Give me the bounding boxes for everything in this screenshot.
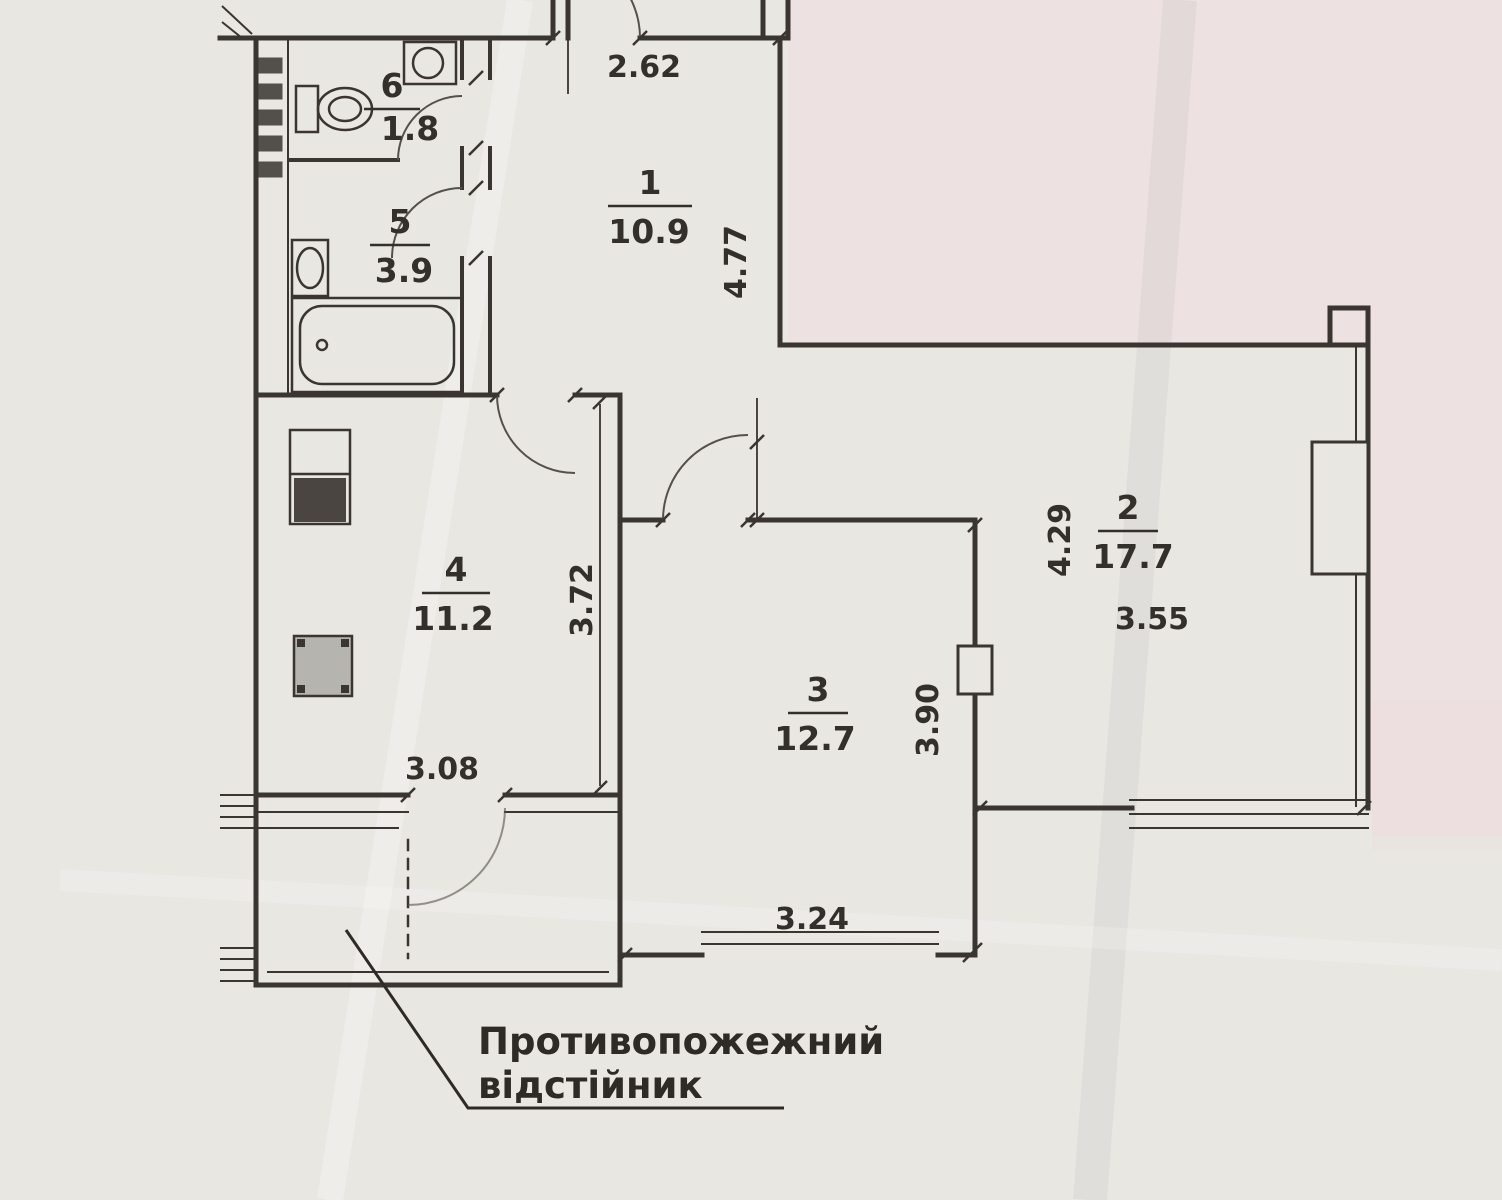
insulation-block (258, 161, 283, 178)
walls (217, 0, 1371, 988)
bathroom-sink (290, 238, 330, 298)
kitchen-door-arc (496, 394, 576, 474)
bathtub-drain (315, 338, 329, 352)
room-5-number-label: 5 (389, 202, 412, 241)
insulation-block (258, 135, 283, 152)
wc-door-arc (397, 95, 463, 161)
wall-pier-room2-room3 (956, 644, 994, 696)
annotation: Противопожежний відстійник (344, 929, 884, 1110)
room-6-area-label: 1.8 (381, 109, 439, 148)
room-1-number-label: 1 (639, 163, 662, 202)
room-3-number-label: 3 (807, 670, 830, 709)
insulation-block (258, 57, 283, 74)
room-labels: 1 10.9 2 17.7 3 12.7 4 11.2 5 3.9 6 1.8 (364, 66, 1174, 758)
dim-3-55-label: 3.55 (1115, 602, 1189, 637)
sink-body (290, 238, 330, 298)
hatch-marks (220, 5, 283, 982)
table-leg (297, 639, 305, 647)
dim-2-62-label: 2.62 (607, 50, 681, 85)
table-leg (341, 639, 349, 647)
insulation-block (258, 83, 283, 100)
room-3-area-label: 12.7 (774, 719, 855, 758)
bathtub-inner (298, 304, 456, 386)
pink-tint-right-fade (1372, 700, 1502, 850)
entrance-door-arc (630, 0, 641, 39)
room-4-area-label: 11.2 (412, 599, 493, 638)
kitchen-table (292, 634, 354, 698)
toilet-bowl-inner (327, 95, 363, 123)
annotation-leader-line (344, 929, 784, 1110)
kitchen-counter (288, 428, 352, 526)
room-5-area-label: 3.9 (375, 251, 433, 290)
dim-3-72-label: 3.72 (565, 563, 600, 637)
kitchen-sink-dark (294, 478, 346, 522)
sink-counter (402, 40, 458, 86)
dimension-slashes (400, 30, 1372, 963)
room-4-number-label: 4 (445, 550, 468, 589)
table-leg (341, 685, 349, 693)
room-1-area-label: 10.9 (608, 212, 689, 251)
paper-crease-3 (59, 869, 1502, 971)
dimension-marks (400, 30, 1372, 963)
annotation-line-1: Противопожежний (478, 1020, 884, 1063)
window-pier-room2 (1310, 440, 1370, 576)
insulation-block (258, 109, 283, 126)
balcony-door-arc (407, 807, 506, 906)
fixtures (288, 40, 464, 698)
outer-walls (217, 0, 1371, 988)
counter-outline (288, 428, 352, 526)
room-2-number-label: 2 (1117, 488, 1140, 527)
dim-3-24-label: 3.24 (775, 902, 849, 937)
wall-end-hatch (220, 5, 254, 982)
dim-3-08-label: 3.08 (405, 752, 479, 787)
dim-4-29-label: 4.29 (1043, 503, 1078, 577)
small-sink-wc (402, 40, 458, 86)
sink-bowl (295, 246, 325, 290)
annotation-line-2: відстійник (478, 1064, 703, 1107)
table-leg (297, 685, 305, 693)
bathtub (290, 296, 464, 394)
room-2-area-label: 17.7 (1092, 537, 1173, 576)
bathtub-outline (290, 296, 464, 394)
pink-tint-top-right (788, 0, 1502, 836)
dim-4-77-label: 4.77 (719, 225, 754, 299)
sink-basin (411, 46, 445, 80)
dim-3-90-label: 3.90 (911, 683, 946, 757)
room3-door-arc (662, 434, 749, 521)
paper-crease-2 (317, 0, 533, 1200)
dimension-extension-lines (567, 40, 758, 786)
dimension-labels: 2.62 4.77 3.72 3.08 4.29 3.55 3.90 3.24 (405, 50, 1189, 937)
room-6-number-label: 6 (381, 66, 404, 105)
